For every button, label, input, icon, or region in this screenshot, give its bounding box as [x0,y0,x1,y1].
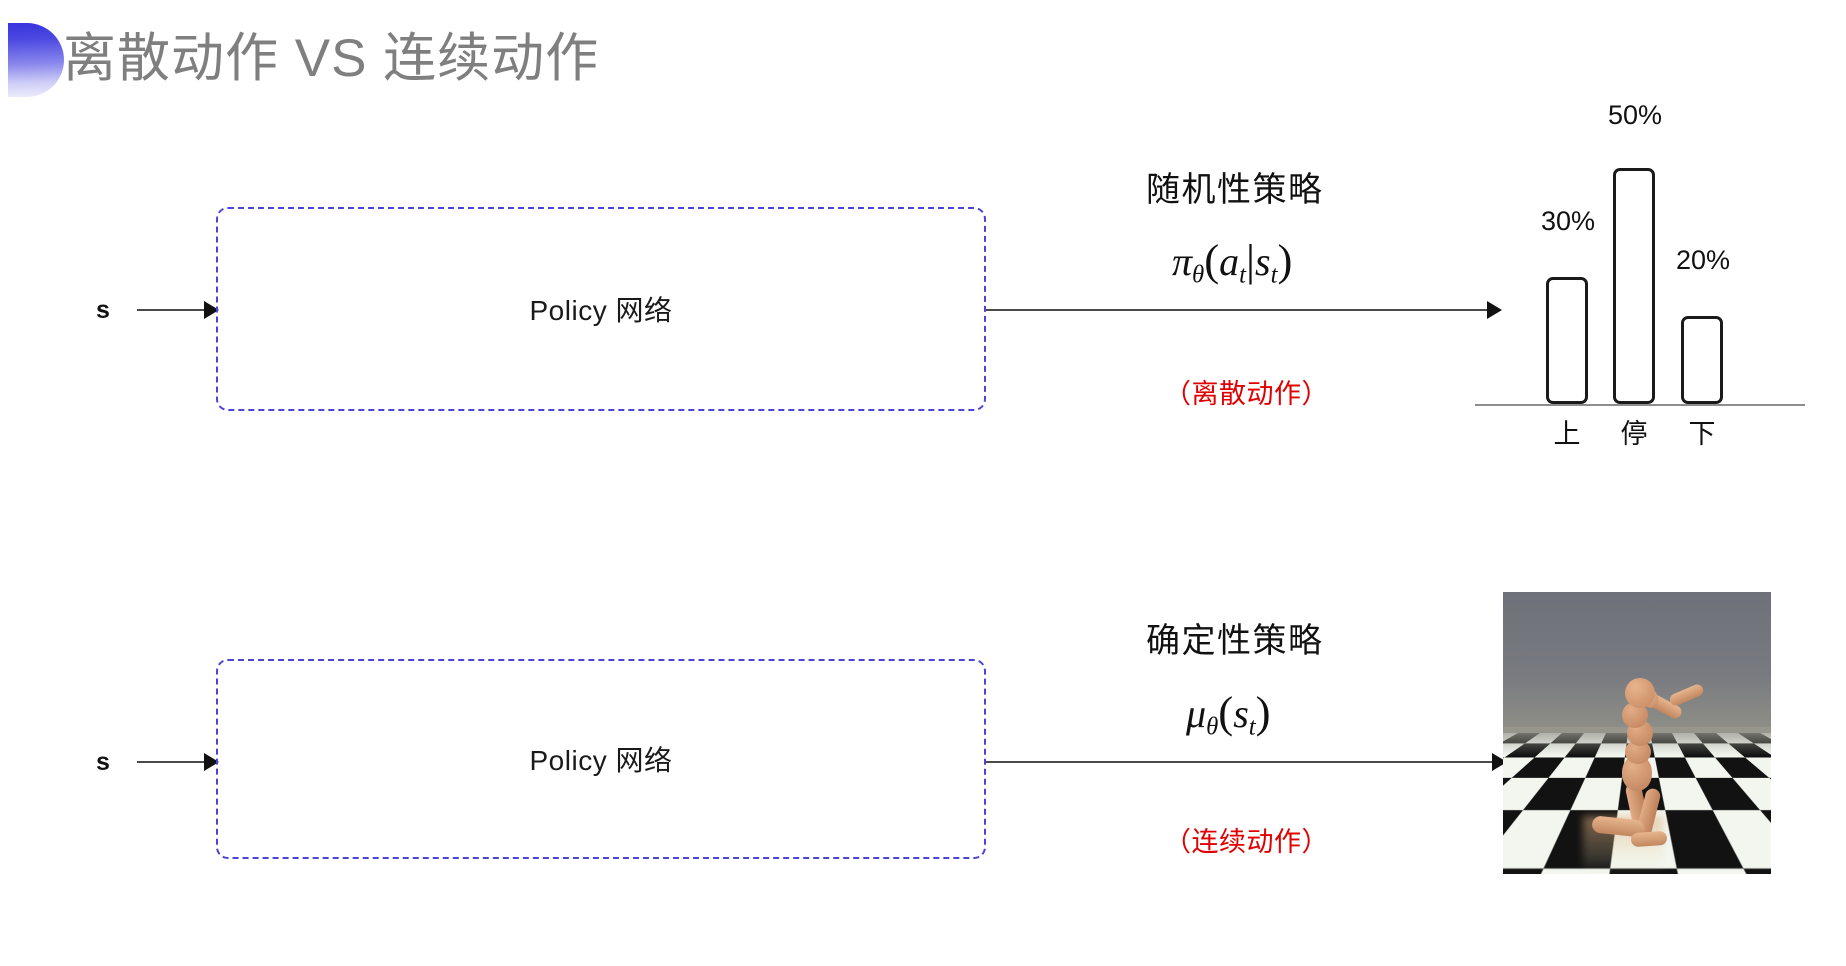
input-arrow-head-bottom [204,753,219,771]
chart-bar-up [1546,277,1588,404]
chart-bar-stop [1613,168,1655,404]
output-arrow-line-bottom [986,761,1496,763]
chart-bar-value-down: 20% [1675,245,1731,275]
discrete-action-bar-chart: 30% 50% 20% 上 停 下 [1470,100,1810,460]
action-type-note-bottom: （连续动作） [1164,827,1329,857]
humanoid-head [1625,678,1655,708]
policy-network-label-bottom: Policy 网络 [529,745,673,776]
output-arrow-head-top [1487,301,1502,319]
chart-baseline-axis [1475,404,1805,406]
formula-state-bottom: s [1233,691,1249,736]
state-input-label-bottom: s [96,748,110,776]
chart-bar-value-stop: 50% [1607,100,1663,130]
humanoid-foot-front [1630,830,1668,848]
formula-theta-sub-bottom: θ [1206,713,1219,741]
formula-state-sub-bottom: t [1248,713,1256,741]
policy-network-box-top[interactable]: Policy 网络 [216,207,986,411]
formula-theta-sub-top: θ [1192,261,1205,289]
chart-bar-value-up: 30% [1540,206,1596,236]
input-arrow-head-top [204,301,219,319]
page-title: 离散动作 VS 连续动作 [63,29,600,88]
formula-action-sub-top: t [1239,261,1247,289]
formula-condition-bar-top: | [1246,235,1256,285]
formula-open-paren-bottom: ( [1218,687,1234,737]
title-bullet-icon [8,23,64,97]
formula-function-bottom: μ [1186,691,1207,736]
formula-state-sub-top: t [1270,261,1278,289]
policy-type-title-bottom: 确定性策略 [1146,622,1324,660]
policy-network-label-top: Policy 网络 [529,295,673,326]
chart-tick-label-up: 上 [1553,419,1581,449]
formula-close-paren-top: ) [1277,235,1293,285]
policy-network-box-bottom[interactable]: Policy 网络 [216,659,986,859]
formula-action-top: a [1219,239,1240,284]
formula-function-top: π [1172,239,1193,284]
state-input-label-top: s [96,296,110,324]
input-arrow-line-top [137,309,209,311]
policy-formula-bottom: μθ(st) [1186,686,1271,741]
chart-bar-down [1681,316,1723,404]
chart-tick-label-stop: 停 [1620,419,1648,449]
action-type-note-top: （离散动作） [1164,379,1329,409]
chart-tick-label-down: 下 [1688,419,1716,449]
policy-type-title-top: 随机性策略 [1146,171,1324,209]
formula-close-paren-bottom: ) [1255,687,1271,737]
humanoid-simulation-image [1503,592,1771,874]
policy-formula-top: πθ(at|st) [1172,234,1292,289]
formula-state-top: s [1255,239,1271,284]
input-arrow-line-bottom [137,761,209,763]
output-arrow-line-top [986,309,1491,311]
formula-open-paren-top: ( [1204,235,1220,285]
